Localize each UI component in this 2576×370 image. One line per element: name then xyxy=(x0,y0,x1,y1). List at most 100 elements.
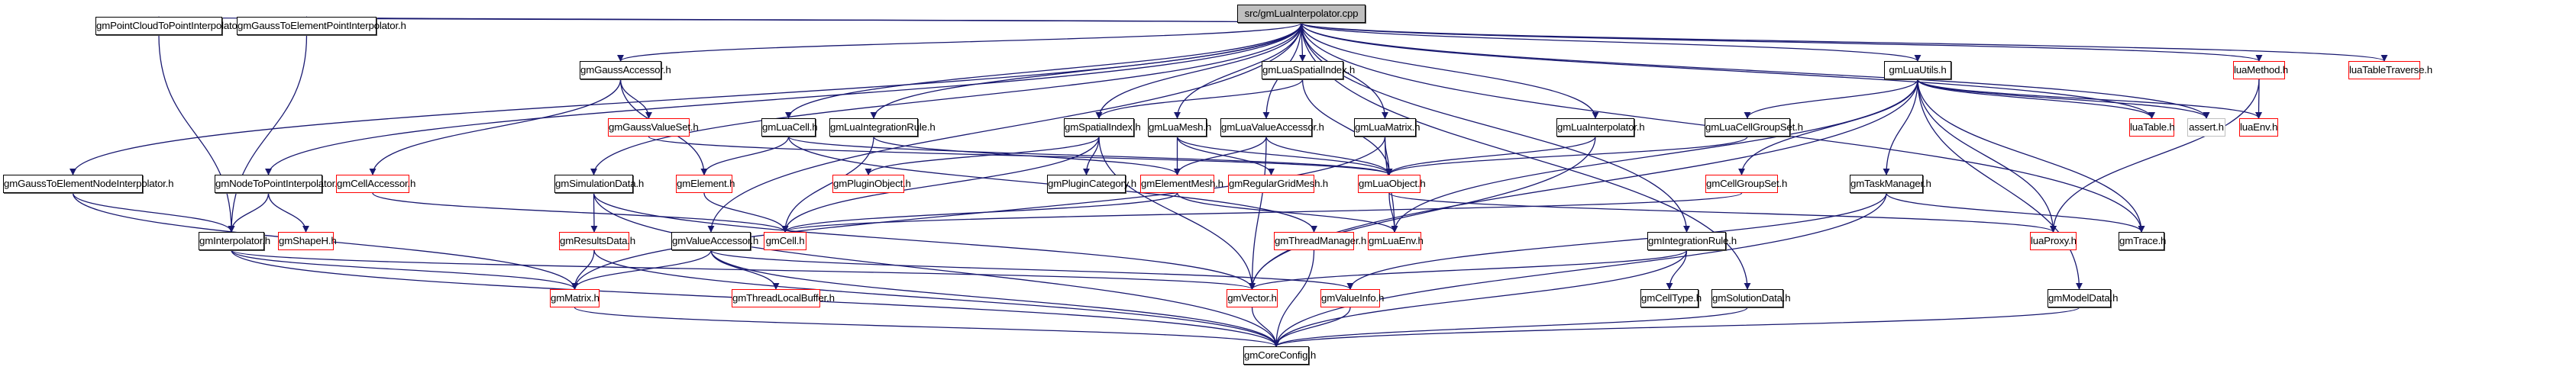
root-file-node[interactable]: src/gmLuaInterpolator.cpp xyxy=(1237,5,1366,23)
header-node[interactable]: gmCellAccessor.h xyxy=(336,175,415,193)
dependency-edge xyxy=(72,192,235,233)
header-node[interactable]: gmLuaMesh.h xyxy=(1148,118,1211,137)
header-node[interactable]: gmTaskManager.h xyxy=(1850,175,1931,193)
header-node[interactable]: gmModelData.h xyxy=(2048,289,2118,307)
dependency-edge xyxy=(710,249,1354,290)
dependency-edge xyxy=(1301,22,2210,119)
header-node[interactable]: gmPointCloudToPointInterpolator.h xyxy=(95,17,248,35)
header-node[interactable]: gmLuaCell.h xyxy=(761,118,818,137)
header-node[interactable]: gmGaussAccessor.h xyxy=(580,61,671,79)
dependency-edge xyxy=(1917,79,2057,233)
header-node[interactable]: luaMethod.h xyxy=(2233,61,2288,79)
header-node[interactable]: gmElementMesh.h xyxy=(1140,175,1223,193)
dependency-edge xyxy=(1176,136,1275,175)
header-node[interactable]: gmThreadLocalBuffer.h xyxy=(732,289,835,307)
dependency-edge xyxy=(1249,249,1688,290)
header-node[interactable]: gmNodeToPointInterpolator.h xyxy=(215,175,343,193)
header-node[interactable]: gmTrace.h xyxy=(2119,232,2166,250)
header-node[interactable]: gmThreadManager.h xyxy=(1274,232,1366,250)
dependency-edge xyxy=(69,22,1302,175)
header-node[interactable]: gmGaussToElementPointInterpolator.h xyxy=(237,17,406,35)
header-node[interactable]: gmPluginCategory.h xyxy=(1047,175,1136,193)
header-node[interactable]: luaTable.h xyxy=(2129,118,2175,137)
dependency-edge xyxy=(1917,79,2210,119)
header-node[interactable]: gmLuaCellGroupSet.h xyxy=(1705,118,1803,137)
header-node[interactable]: gmMatrix.h xyxy=(550,289,600,307)
header-node[interactable]: gmCellType.h xyxy=(1640,289,1702,307)
header-node[interactable]: gmSpatialIndex.h xyxy=(1064,118,1141,137)
header-node[interactable]: gmCellGroupSet.h xyxy=(1705,175,1787,193)
dependency-edge xyxy=(1176,136,1393,175)
header-node[interactable]: gmCoreConfig.h xyxy=(1243,346,1316,365)
header-node[interactable]: gmRegularGridMesh.h xyxy=(1228,175,1328,193)
header-node[interactable]: gmResultsData.h xyxy=(559,232,635,250)
dependency-edge xyxy=(1082,136,1100,175)
dependency-edge xyxy=(1917,79,2262,119)
dependency-edge xyxy=(1385,136,1596,175)
dependency-edge xyxy=(781,136,1100,233)
header-node[interactable]: gmIntegrationRule.h xyxy=(1647,232,1737,250)
header-node[interactable]: gmGaussToElementNodeInterpolator.h xyxy=(3,175,174,193)
dependency-edge xyxy=(1249,79,1918,290)
header-node[interactable]: gmLuaObject.h xyxy=(1358,175,1426,193)
dependency-edge xyxy=(305,16,1302,24)
dependency-edge xyxy=(1272,307,2080,347)
dependency-edge xyxy=(1098,136,1256,290)
dependency-edge xyxy=(1744,79,1918,119)
header-node[interactable]: gmLuaInterpolator.h xyxy=(1556,118,1645,137)
header-node[interactable]: gmLuaUtils.h xyxy=(1884,61,1951,79)
dependency-edge xyxy=(710,249,1280,347)
dependency-edge xyxy=(1095,79,1304,119)
dependency-edge xyxy=(590,192,598,233)
dependency-edge xyxy=(1301,22,2155,119)
dependency-edge xyxy=(265,22,1302,175)
dependency-edge xyxy=(873,136,1181,175)
header-node[interactable]: gmInterpolator.h xyxy=(199,232,270,250)
dependency-edge xyxy=(787,136,1393,175)
dependency-edge xyxy=(1385,136,1748,175)
dependency-edge xyxy=(593,249,1280,347)
dependency-edge xyxy=(781,136,874,233)
dependency-edge xyxy=(1917,79,2083,290)
dependency-edge xyxy=(593,192,1256,290)
dependency-edge xyxy=(617,22,1302,62)
header-node[interactable]: luaProxy.h xyxy=(2030,232,2077,250)
dependency-edge xyxy=(267,192,310,233)
dependency-edge xyxy=(1301,22,2388,62)
header-node[interactable]: luaTableTraverse.h xyxy=(2348,61,2432,79)
header-node[interactable]: luaEnv.h xyxy=(2239,118,2278,137)
header-node[interactable]: gmLuaValueAccessor.h xyxy=(1220,118,1324,137)
header-node[interactable]: assert.h xyxy=(2187,118,2225,137)
header-node[interactable]: gmGaussValueSet.h xyxy=(608,118,699,137)
header-node[interactable]: gmCell.h xyxy=(764,232,806,250)
header-node[interactable]: gmSimulationData.h xyxy=(554,175,644,193)
header-node[interactable]: gmPluginObject.h xyxy=(832,175,911,193)
dependency-edge xyxy=(570,249,595,290)
dependency-edge xyxy=(571,249,712,290)
dependency-edge xyxy=(1883,79,1918,175)
dependency-edge xyxy=(1917,79,2155,119)
dependency-edge xyxy=(231,249,578,290)
header-node[interactable]: gmElement.h xyxy=(676,175,735,193)
header-node[interactable]: gmValueAccessor.h xyxy=(671,232,758,250)
dependency-edge xyxy=(781,192,1178,233)
dependency-edge xyxy=(2049,79,2260,233)
dependency-edge xyxy=(1666,249,1688,290)
header-node[interactable]: gmVector.h xyxy=(1227,289,1278,307)
dependency-edge xyxy=(158,34,235,233)
dependency-edge xyxy=(1173,136,1267,175)
header-node[interactable]: gmLuaIntegrationRule.h xyxy=(829,118,936,137)
dependency-edge xyxy=(1272,249,1688,347)
header-node[interactable]: gmLuaSpatialIndex.h xyxy=(1262,61,1355,79)
header-node[interactable]: gmValueInfo.h xyxy=(1320,289,1384,307)
header-node[interactable]: gmShapeH.h xyxy=(278,232,337,250)
dependency-edge xyxy=(865,136,1100,175)
header-node[interactable]: gmLuaMatrix.h xyxy=(1354,118,1421,137)
dependency-edge xyxy=(1265,136,1393,175)
dependency-edge xyxy=(1272,249,1315,347)
header-node[interactable]: gmLuaEnv.h xyxy=(1368,232,1424,250)
header-node[interactable]: gmSolutionData.h xyxy=(1711,289,1791,307)
dependency-edge xyxy=(1173,22,1302,119)
